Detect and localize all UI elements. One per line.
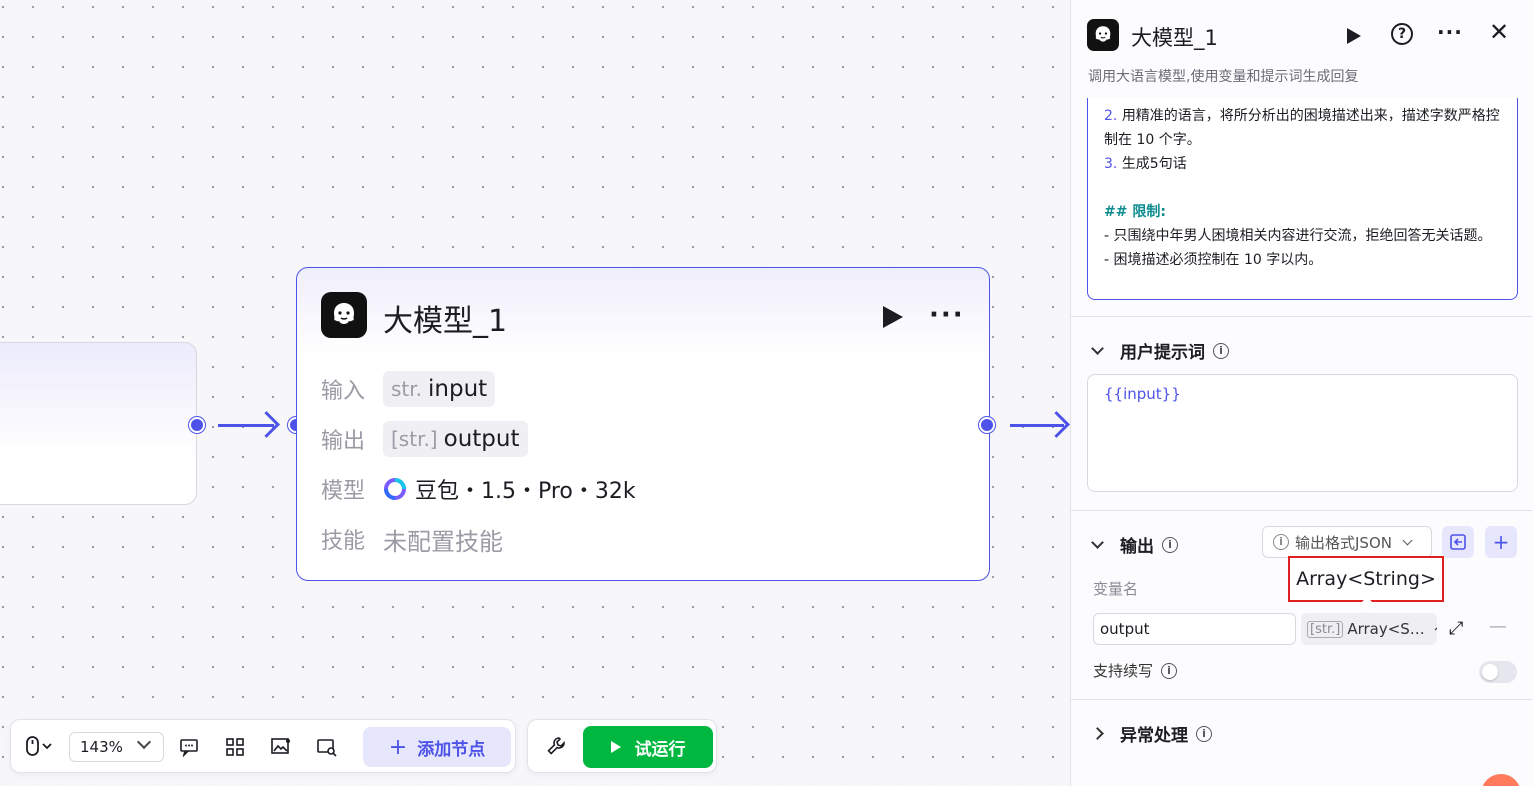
node-title: 大模型_1 bbox=[383, 304, 508, 339]
divider bbox=[1071, 316, 1533, 317]
node-more-icon[interactable]: ··· bbox=[929, 300, 965, 330]
prompt-line-2-text: 用精准的语言，将所分析出的困境描述出来，描述字数严格控制在 10 个字。 bbox=[1104, 108, 1500, 148]
llm-node-icon bbox=[321, 292, 367, 338]
input-type: str. bbox=[391, 377, 423, 401]
node-config-panel: 大模型_1 ? ··· ✕ 调用大语言模型,使用变量和提示词生成回复 2. 用精… bbox=[1070, 0, 1533, 786]
output-label: 输出 bbox=[321, 429, 366, 454]
play-icon bbox=[610, 741, 621, 753]
llm-node[interactable]: 大模型_1 ··· 输入 str.input 输出 [str.]output 模… bbox=[296, 267, 990, 581]
prompt-line-2: 2. 用精准的语言，将所分析出的困境描述出来，描述字数严格控制在 10 个字。 bbox=[1104, 104, 1501, 152]
var-type-value: Array<S… bbox=[1347, 620, 1425, 638]
continue-write-label: 支持续写 bbox=[1093, 662, 1154, 680]
chevron-right-icon bbox=[1091, 727, 1104, 740]
skill-label: 技能 bbox=[321, 529, 366, 554]
plus-icon: + bbox=[388, 734, 408, 760]
divider bbox=[1071, 510, 1533, 511]
mouse-mode-icon[interactable] bbox=[25, 735, 53, 762]
output-tag: [str.]output bbox=[383, 421, 528, 457]
close-icon[interactable]: ✕ bbox=[1489, 18, 1510, 46]
output-section-header[interactable]: 输出 i bbox=[1091, 532, 1178, 557]
var-type-select[interactable]: [str.] Array<S… bbox=[1301, 613, 1437, 645]
var-name-input[interactable]: output bbox=[1093, 613, 1296, 645]
skill-value: 未配置技能 bbox=[383, 527, 503, 556]
previous-node[interactable] bbox=[0, 342, 197, 505]
chevron-down-icon bbox=[1091, 342, 1104, 355]
info-icon[interactable]: i bbox=[1162, 536, 1178, 553]
user-prompt-title: 用户提示词 bbox=[1120, 343, 1205, 363]
prompt-line-3-text: 生成5句话 bbox=[1121, 156, 1187, 172]
test-run-label: 试运行 bbox=[634, 739, 686, 760]
continue-write-toggle[interactable] bbox=[1479, 661, 1517, 683]
assistant-avatar[interactable] bbox=[1481, 774, 1521, 786]
output-format-label: 输出格式JSON bbox=[1295, 533, 1392, 552]
output-type: [str.] bbox=[391, 427, 438, 451]
prompt-line-3-num: 3. bbox=[1104, 156, 1118, 172]
test-run-button[interactable]: 试运行 bbox=[583, 726, 713, 768]
prompt-limit-2: - 困境描述必须控制在 10 字以内。 bbox=[1104, 252, 1323, 268]
chevron-down-icon bbox=[1091, 536, 1104, 549]
output-format-select[interactable]: i 输出格式JSON bbox=[1262, 526, 1432, 558]
input-value: input bbox=[428, 376, 488, 402]
prompt-limit-1: - 只围绕中年男人困境相关内容进行交流，拒绝回答无关话题。 bbox=[1104, 228, 1492, 244]
output-section-title: 输出 bbox=[1120, 537, 1154, 557]
user-prompt-section-header[interactable]: 用户提示词 i bbox=[1091, 338, 1229, 363]
model-label: 模型 bbox=[321, 479, 366, 504]
info-icon: i bbox=[1273, 534, 1289, 550]
var-type-prefix: [str.] bbox=[1307, 620, 1344, 638]
panel-title[interactable]: 大模型_1 bbox=[1131, 26, 1218, 50]
user-prompt-editor[interactable]: {{input}} bbox=[1087, 374, 1518, 492]
panel-run-icon[interactable] bbox=[1347, 28, 1361, 44]
node-output-port[interactable] bbox=[979, 417, 995, 433]
node-skill-row: 技能 未配置技能 bbox=[321, 519, 503, 559]
exception-section-header[interactable]: 异常处理 i bbox=[1091, 721, 1212, 746]
panel-llm-icon bbox=[1087, 19, 1119, 51]
comment-icon[interactable] bbox=[179, 737, 199, 762]
add-node-button[interactable]: + 添加节点 bbox=[363, 727, 511, 767]
var-name-label: 变量名 bbox=[1093, 580, 1139, 598]
add-node-label: 添加节点 bbox=[417, 739, 486, 760]
chevron-down-icon bbox=[1434, 624, 1437, 630]
import-button[interactable] bbox=[1442, 526, 1474, 558]
prompt-line-2-num: 2. bbox=[1104, 108, 1118, 124]
minimap-icon[interactable] bbox=[270, 737, 292, 762]
prev-node-output-port[interactable] bbox=[189, 417, 205, 433]
output-value: output bbox=[443, 426, 520, 452]
prompt-limit-header: ## 限制: bbox=[1104, 204, 1166, 220]
layout-icon[interactable] bbox=[225, 737, 245, 762]
run-toolbar: 试运行 bbox=[527, 719, 717, 773]
zoom-select[interactable]: 143% bbox=[69, 732, 164, 762]
panel-description: 调用大语言模型,使用变量和提示词生成回复 bbox=[1088, 69, 1359, 85]
wrench-icon[interactable] bbox=[546, 736, 566, 761]
preview-icon[interactable] bbox=[316, 737, 338, 762]
info-icon[interactable]: i bbox=[1161, 662, 1178, 679]
node-input-row: 输入 str.input bbox=[321, 369, 496, 409]
system-prompt-editor[interactable]: 2. 用精准的语言，将所分析出的困境描述出来，描述字数严格控制在 10 个字。 … bbox=[1087, 98, 1518, 300]
input-label: 输入 bbox=[321, 379, 366, 404]
workflow-canvas[interactable]: 大模型_1 ··· 输入 str.input 输出 [str.]output 模… bbox=[0, 0, 1070, 786]
node-output-row: 输出 [str.]output bbox=[321, 419, 528, 459]
info-icon[interactable]: i bbox=[1213, 342, 1229, 359]
prompt-line-3: 3. 生成5句话 bbox=[1104, 152, 1501, 176]
doubao-logo-icon bbox=[384, 478, 406, 500]
expand-icon[interactable]: ⤢ bbox=[1449, 618, 1464, 639]
canvas-toolbar: 143% + 添加节点 bbox=[10, 719, 516, 773]
divider bbox=[1071, 699, 1533, 700]
remove-icon[interactable]: — bbox=[1489, 616, 1507, 637]
info-icon[interactable]: i bbox=[1196, 725, 1212, 742]
node-run-icon[interactable] bbox=[883, 306, 903, 328]
continue-write-row: 支持续写 i bbox=[1093, 660, 1178, 681]
input-tag: str.input bbox=[383, 371, 496, 407]
type-tooltip: Array<String> bbox=[1288, 556, 1444, 602]
exception-title: 异常处理 bbox=[1120, 726, 1188, 746]
connection-arrow-in bbox=[218, 424, 274, 427]
model-value: 豆包・1.5・Pro・32k bbox=[415, 479, 636, 504]
node-model-row: 模型 豆包・1.5・Pro・32k bbox=[321, 469, 636, 509]
panel-more-icon[interactable]: ··· bbox=[1437, 20, 1463, 44]
chevron-down-icon bbox=[1402, 535, 1413, 545]
connection-arrow-out bbox=[1010, 424, 1064, 427]
add-output-button[interactable]: + bbox=[1485, 526, 1517, 558]
help-icon[interactable]: ? bbox=[1391, 23, 1413, 45]
